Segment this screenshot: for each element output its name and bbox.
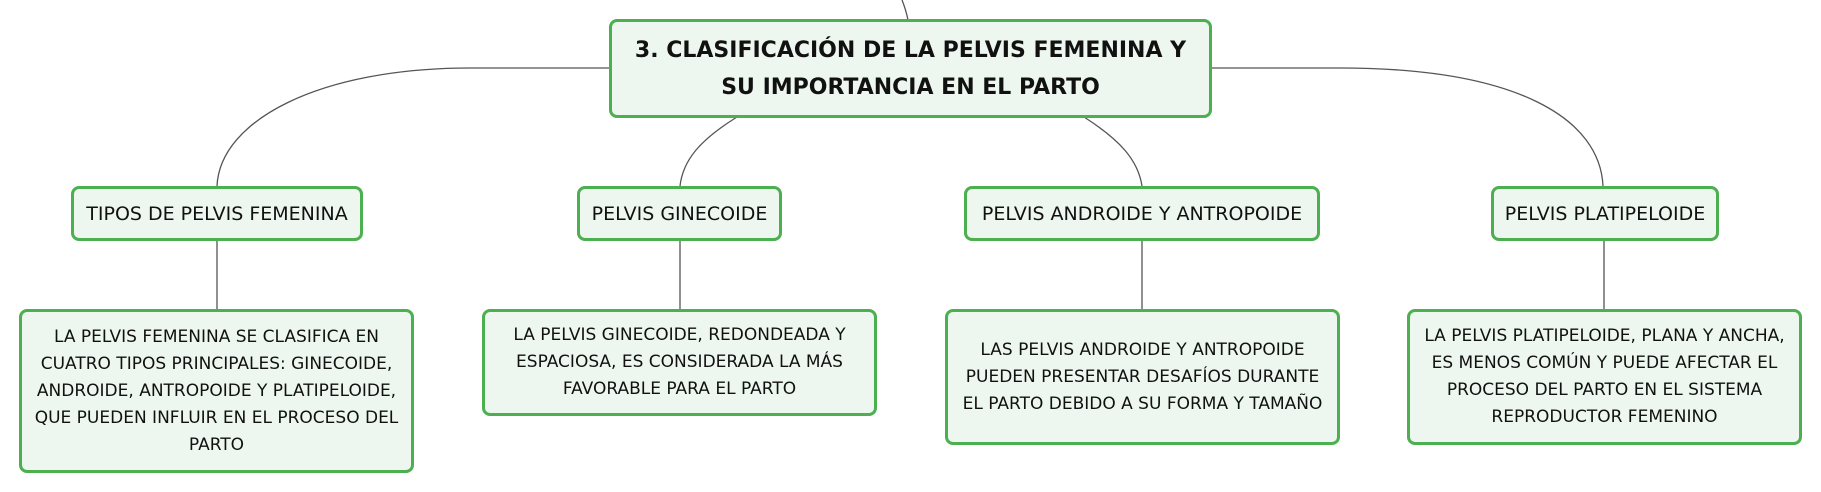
detail-text: LA PELVIS GINECOIDE, REDONDEADA Y ESPACI… (513, 325, 846, 399)
topic-pelvis-androide-antropoide[interactable]: PELVIS ANDROIDE Y ANTROPOIDE (964, 186, 1320, 241)
topic-tipos-de-pelvis[interactable]: TIPOS DE PELVIS FEMENINA (71, 186, 363, 241)
detail-pelvis-ginecoide[interactable]: LA PELVIS GINECOIDE, REDONDEADA Y ESPACI… (482, 309, 877, 416)
topic-label: PELVIS PLATIPELOIDE (1504, 202, 1706, 225)
detail-text: LAS PELVIS ANDROIDE Y ANTROPOIDE PUEDEN … (962, 339, 1323, 414)
root-title: 3. CLASIFICACIÓN DE LA PELVIS FEMENINA Y… (634, 37, 1187, 100)
detail-text: LA PELVIS PLATIPELOIDE, PLANA Y ANCHA, E… (1424, 326, 1785, 427)
connector-root-topic-4 (1211, 67, 1604, 187)
topic-pelvis-ginecoide[interactable]: PELVIS GINECOIDE (577, 186, 782, 241)
connector-root-topic-2 (679, 116, 738, 187)
detail-tipos-de-pelvis[interactable]: LA PELVIS FEMENINA SE CLASIFICA EN CUATR… (19, 309, 414, 473)
topic-pelvis-platipeloide[interactable]: PELVIS PLATIPELOIDE (1491, 186, 1719, 241)
topic-label: PELVIS ANDROIDE Y ANTROPOIDE (981, 202, 1303, 225)
detail-pelvis-androide-antropoide[interactable]: LAS PELVIS ANDROIDE Y ANTROPOIDE PUEDEN … (945, 309, 1340, 445)
root-node[interactable]: 3. CLASIFICACIÓN DE LA PELVIS FEMENINA Y… (609, 19, 1212, 118)
topic-label: TIPOS DE PELVIS FEMENINA (86, 202, 348, 225)
parent-connector (901, 0, 909, 21)
connector-root-topic-3 (1083, 116, 1143, 187)
detail-pelvis-platipeloide[interactable]: LA PELVIS PLATIPELOIDE, PLANA Y ANCHA, E… (1407, 309, 1802, 445)
detail-text: LA PELVIS FEMENINA SE CLASIFICA EN CUATR… (34, 326, 399, 455)
connector-root-topic-1 (216, 67, 609, 187)
topic-label: PELVIS GINECOIDE (591, 202, 768, 225)
